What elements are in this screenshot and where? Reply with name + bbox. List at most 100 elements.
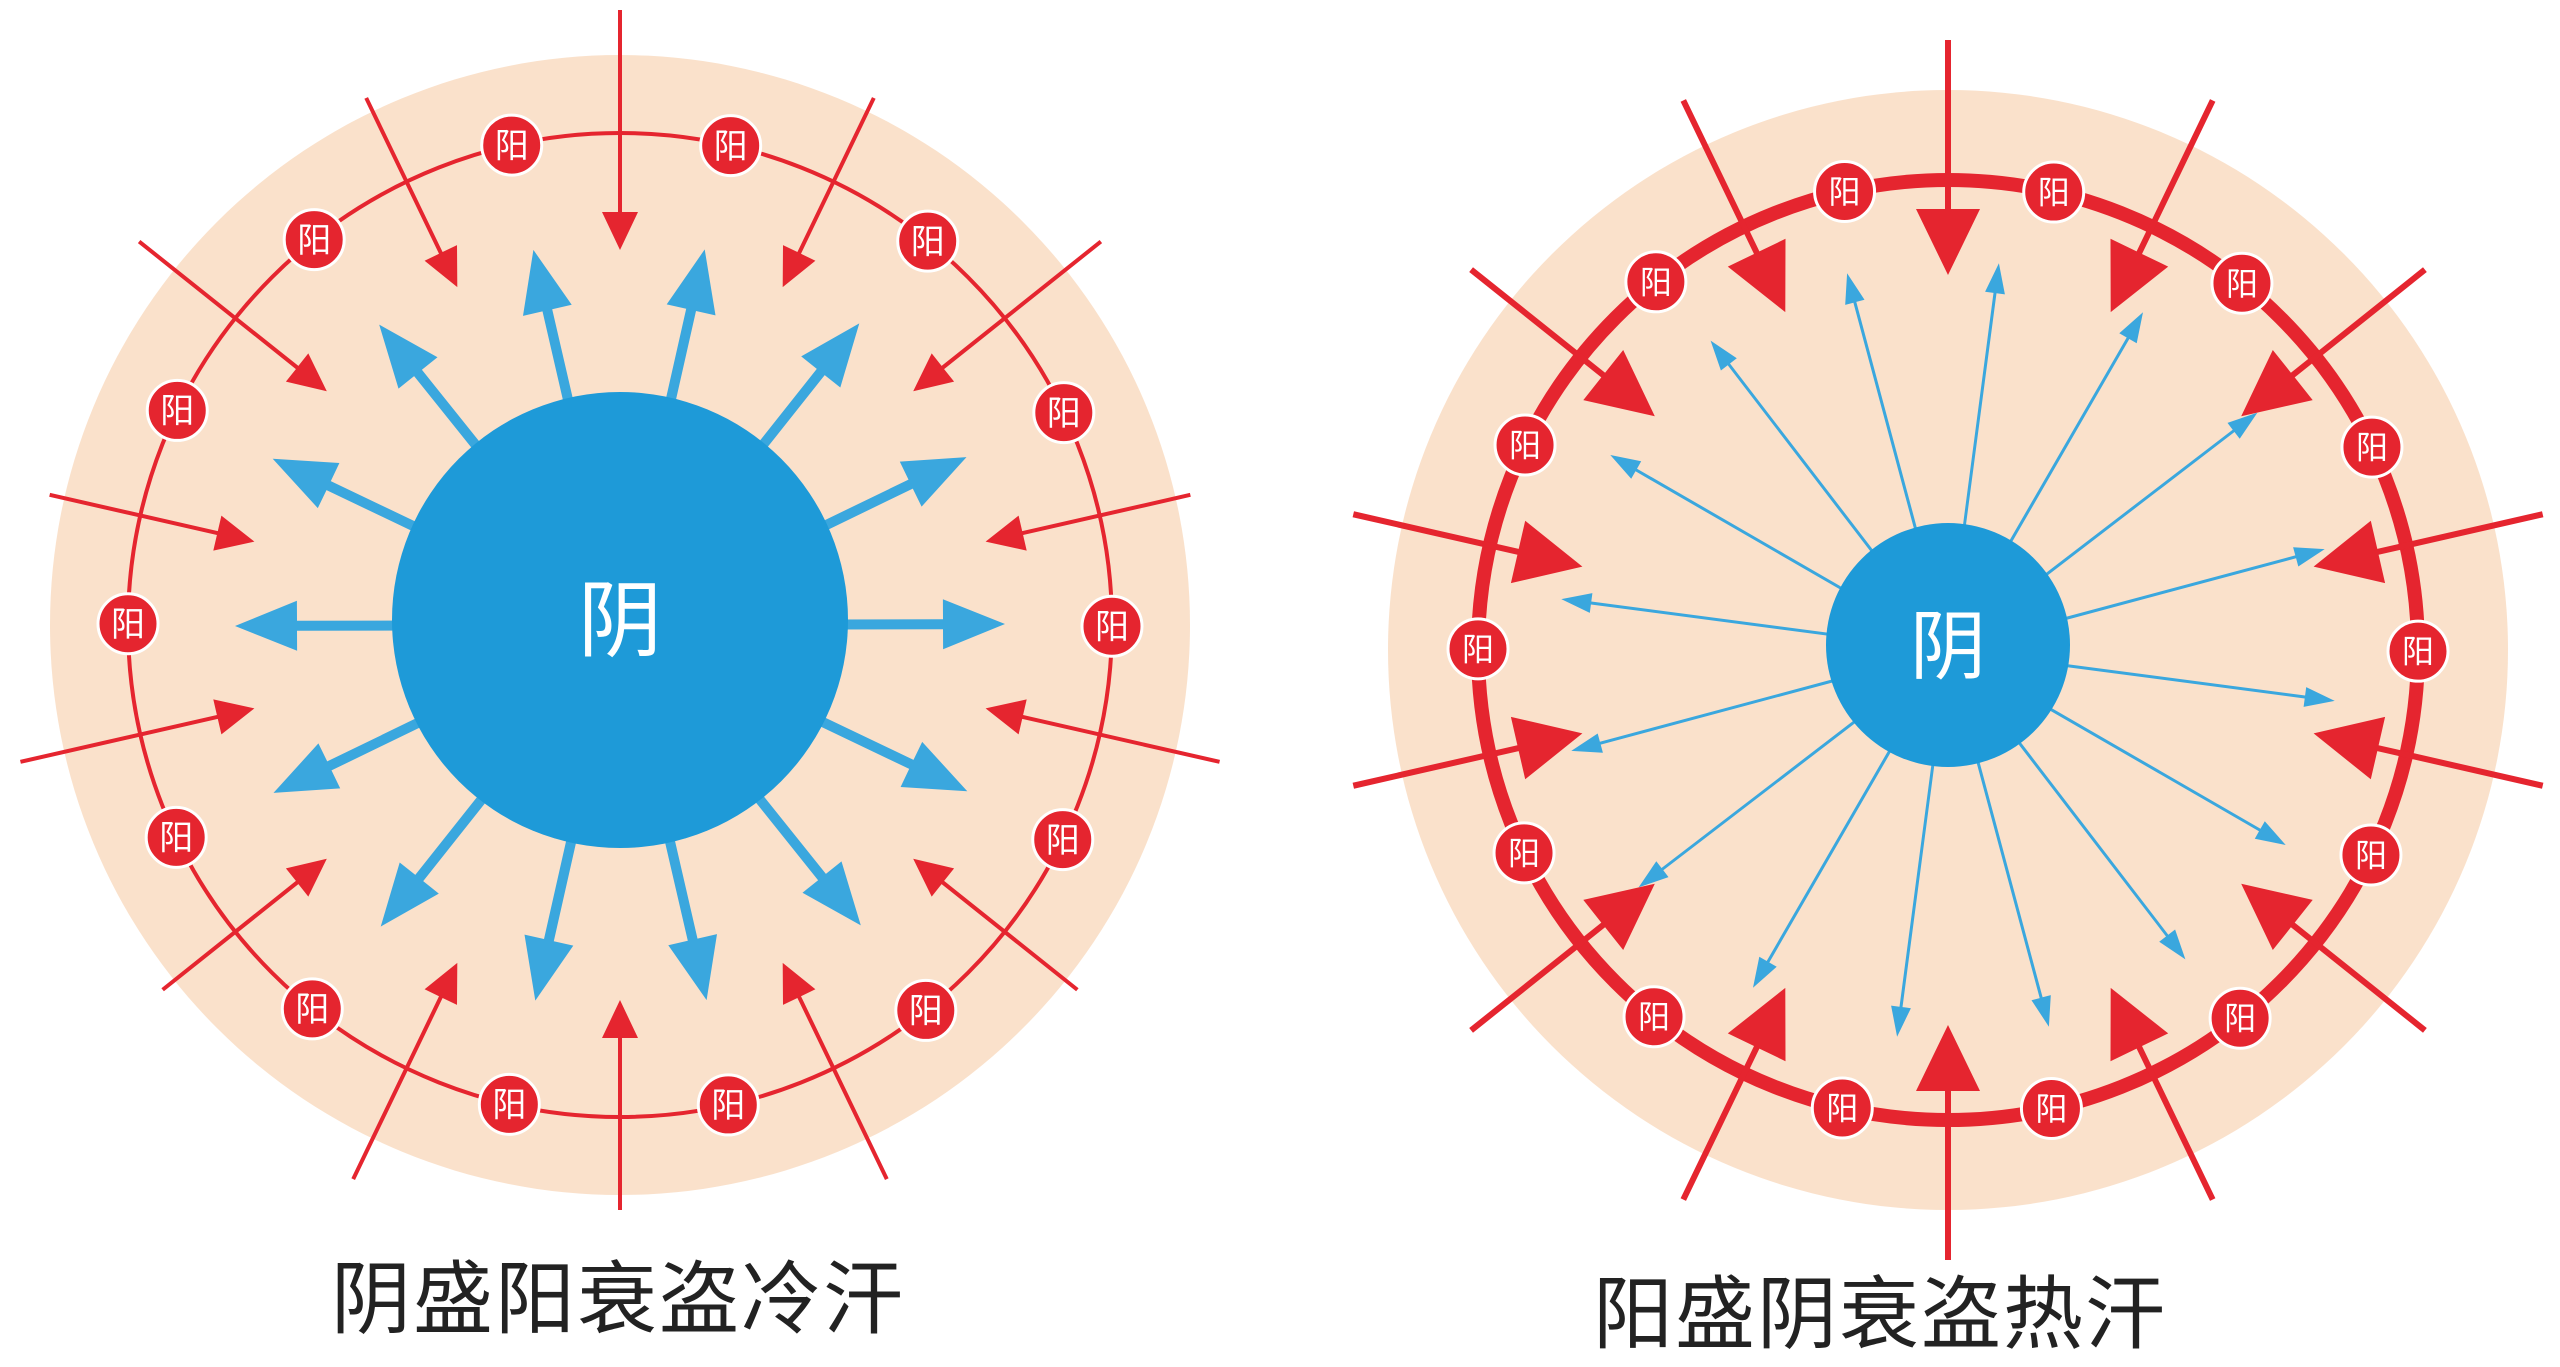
diagram-hot-sweat: 阴 阳阳阳阳阳阳阳阳阳阳阳阳阳阳 阳盛阴衰盗热汗 (1280, 0, 2560, 1367)
blue-arrow (1638, 703, 1878, 888)
yang-node-label: 阳 (711, 1086, 745, 1126)
yang-node-circle (1446, 617, 1510, 681)
red-arrow (364, 97, 458, 288)
red-arrow (1352, 511, 1583, 584)
yang-node: 阳 (282, 208, 346, 272)
red-arrow (985, 699, 1220, 764)
yang-node-label: 阳 (909, 992, 943, 1032)
yang-node-circle (2022, 160, 2086, 224)
yang-node: 阳 (145, 378, 209, 442)
caption-hot-sweat: 阳盛阴衰盗热汗 (1593, 1268, 2167, 1361)
yang-node-label: 阳 (160, 392, 194, 432)
yang-node: 阳 (1493, 413, 1557, 477)
red-arrow (913, 858, 1079, 992)
blue-arrow (1891, 739, 1938, 1037)
red-arrow (2241, 883, 2427, 1033)
yang-node-circle (144, 805, 208, 869)
yang-node-circle (1493, 413, 1557, 477)
red-arrow (602, 10, 638, 250)
red-arrow (1916, 1025, 1980, 1260)
red-arrow (2241, 267, 2427, 417)
yang-node-circle (2210, 251, 2274, 315)
yang-node-label: 阳 (297, 221, 331, 261)
yang-node-label: 阳 (714, 127, 748, 167)
blue-arrow (2025, 693, 2286, 845)
red-arrow (1469, 883, 1655, 1033)
yang-node-label: 阳 (2035, 1090, 2067, 1128)
yang-node-circle (1492, 821, 1556, 885)
yang-node-label: 阳 (1829, 173, 1861, 211)
yin-core (1826, 523, 2070, 767)
yang-node-circle (894, 978, 958, 1042)
red-arrow (1680, 987, 1786, 1201)
yang-node-circle (1813, 160, 1877, 224)
red-arrow (1352, 716, 1583, 789)
yang-node: 阳 (1622, 985, 1686, 1049)
yang-node-label: 阳 (295, 990, 329, 1030)
yang-node-label: 阳 (2224, 1000, 2256, 1038)
yang-node: 阳 (480, 113, 544, 177)
yang-node-circle (2208, 986, 2272, 1050)
red-arrow (2110, 99, 2216, 313)
yang-node-circle (1622, 985, 1686, 1049)
yang-node-circle (2386, 619, 2450, 683)
blue-arrow (780, 599, 1005, 650)
red-arrow (985, 492, 1191, 551)
yang-node: 阳 (1032, 381, 1096, 445)
yang-node-label: 阳 (911, 222, 945, 262)
yang-node-label: 阳 (492, 1086, 526, 1126)
yang-node: 阳 (1810, 1076, 1874, 1140)
yang-node-circle (2339, 823, 2403, 887)
blue-arrow (2001, 720, 2186, 960)
yang-node-circle (280, 977, 344, 1041)
yang-node: 阳 (477, 1072, 541, 1136)
blue-arrow (2034, 547, 2325, 629)
yang-node: 阳 (896, 209, 960, 273)
yang-node-label: 阳 (111, 605, 145, 645)
red-arrow (161, 858, 327, 992)
red-arrow (782, 962, 889, 1180)
blue-arrow (1845, 273, 1927, 564)
yang-node-circle (2019, 1076, 2083, 1140)
red-arrow (1680, 99, 1786, 313)
red-arrow (602, 1000, 638, 1210)
red-arrows-group (1352, 40, 2544, 1260)
yang-node: 阳 (696, 1073, 760, 1137)
yang-node: 阳 (2339, 823, 2403, 887)
red-arrow (2110, 987, 2216, 1201)
yang-node-label: 阳 (1047, 394, 1081, 434)
yang-node-label: 阳 (1095, 607, 1129, 647)
yang-node-label: 阳 (2402, 633, 2434, 671)
yang-node: 阳 (2340, 415, 2404, 479)
yang-node-label: 阳 (2355, 837, 2387, 875)
red-arrow (1916, 40, 1980, 275)
red-arrows-group (20, 10, 1220, 1210)
yang-node-circle (1624, 250, 1688, 314)
blue-arrow (2018, 412, 2258, 597)
yang-node-circle (96, 592, 160, 656)
red-arrow (1469, 267, 1655, 417)
yang-node: 阳 (1624, 250, 1688, 314)
yang-node-label: 阳 (1638, 998, 1670, 1036)
blue-arrow (1610, 455, 1871, 607)
yang-node-label: 阳 (1462, 630, 1494, 668)
blue-arrow (1958, 263, 2005, 561)
yin-core-label: 阴 (1910, 602, 1986, 691)
blue-arrow (1753, 727, 1905, 988)
blue-arrows-group (1561, 263, 2335, 1037)
red-arrow (913, 240, 1103, 392)
blue-arrow (1561, 593, 1859, 640)
yin-core (392, 392, 848, 848)
yang-node-label: 阳 (2356, 429, 2388, 467)
yin-core-label: 阴 (578, 572, 662, 670)
blue-arrow (2037, 660, 2335, 707)
yang-node: 阳 (2208, 986, 2272, 1050)
yang-node-circle (1810, 1076, 1874, 1140)
blue-arrow (1969, 736, 2051, 1027)
yang-node: 阳 (699, 114, 763, 178)
yang-node-circle (696, 1073, 760, 1137)
